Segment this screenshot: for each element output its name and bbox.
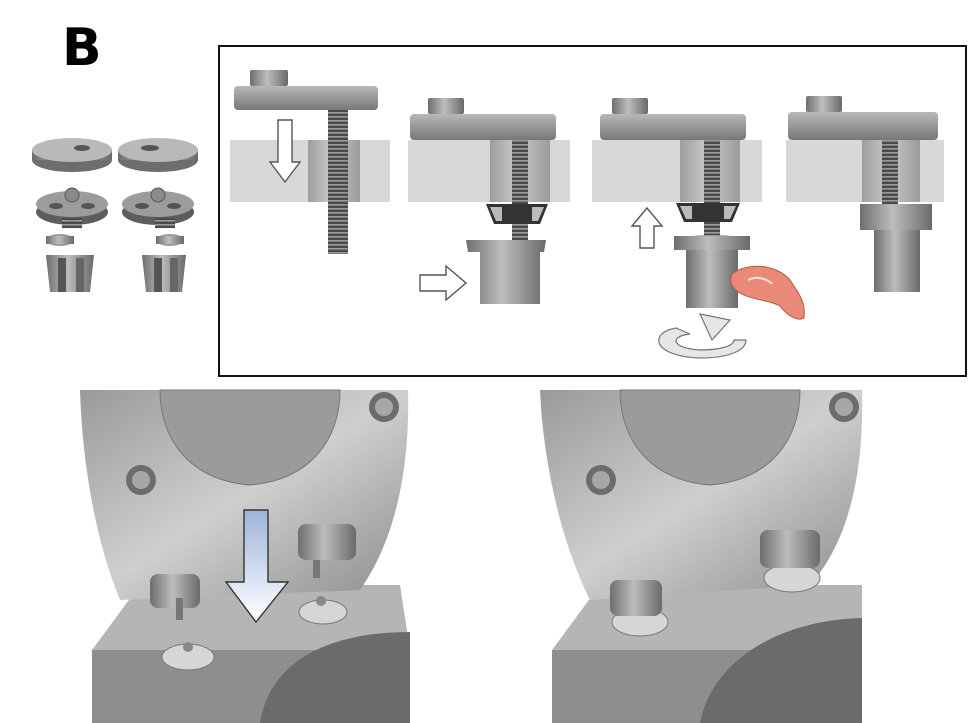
hinge-right xyxy=(298,524,356,560)
hinge-part-set-1 xyxy=(32,138,112,292)
step-4 xyxy=(786,96,944,292)
rotate-arrow-icon xyxy=(698,313,732,342)
hinge-right xyxy=(760,530,820,568)
step-1 xyxy=(230,70,390,254)
step-2 xyxy=(408,98,570,304)
threaded-bolt xyxy=(328,110,348,254)
step-letter: B xyxy=(62,18,102,78)
exploded-parts-left xyxy=(32,138,198,292)
nut-cap xyxy=(686,250,738,308)
down-arrow-icon xyxy=(224,509,290,624)
step-3 xyxy=(592,98,805,359)
up-arrow-icon xyxy=(630,206,664,249)
seat-mounted-illustration xyxy=(540,389,863,723)
down-arrow-icon xyxy=(268,119,302,184)
anchor-sleeve xyxy=(466,240,546,304)
seat-lowering-illustration xyxy=(80,389,410,723)
hinge-left xyxy=(150,574,200,608)
hinge-part-set-2 xyxy=(118,138,198,292)
hinge-left xyxy=(610,580,662,616)
right-arrow-icon xyxy=(419,264,468,302)
assembled-anchor xyxy=(874,230,920,292)
